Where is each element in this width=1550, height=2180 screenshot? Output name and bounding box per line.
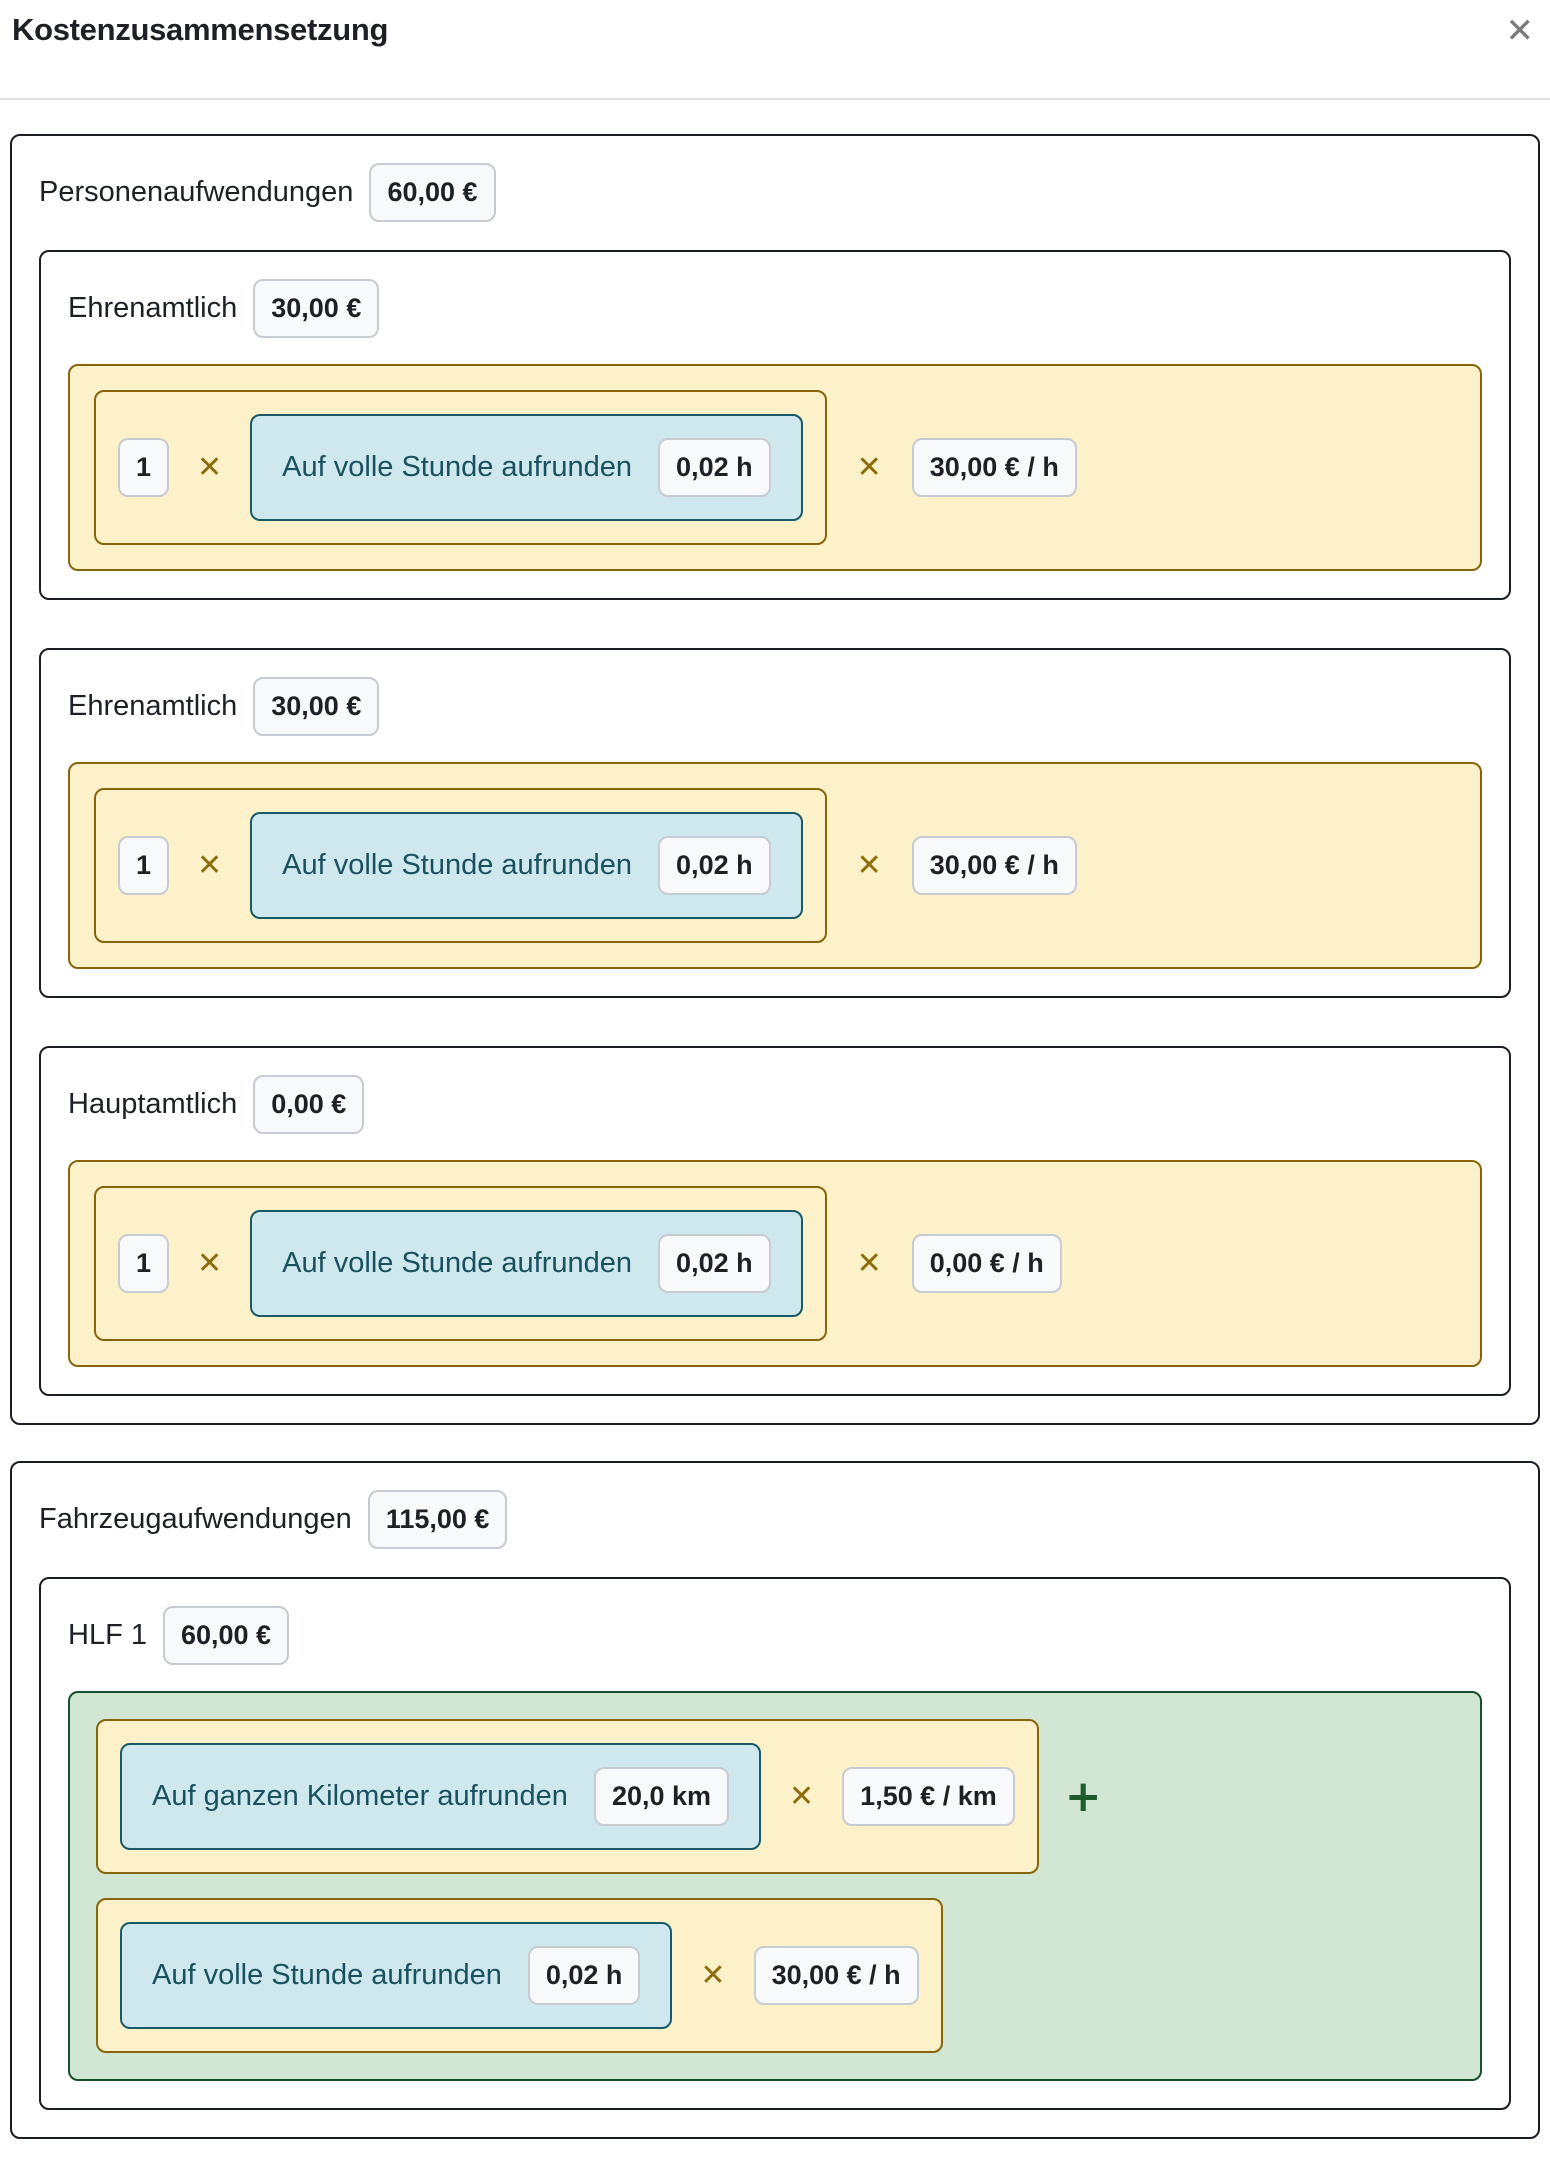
rounding-box: Auf volle Stunde aufrunden 0,02 h [250,812,803,919]
group-volunteer-2: Ehrenamtlich 30,00 € 1 ✕ Auf volle Stund… [39,648,1511,998]
close-icon[interactable]: ✕ [1505,11,1535,51]
rounding-box: Auf volle Stunde aufrunden 0,02 h [250,1210,803,1317]
count-badge: 1 [118,1234,170,1293]
rate-badge: 1,50 € / km [842,1767,1015,1826]
group-label: Ehrenamtlich [68,690,238,722]
rounded-value-badge: 20,0 km [593,1767,730,1826]
section-label: Personenaufwendungen [39,176,354,208]
multiply-icon: ✕ [789,1778,815,1814]
group-label: Hauptamtlich [68,1088,238,1120]
cost-term: Auf volle Stunde aufrunden 0,02 h ✕ 30,0… [96,1898,943,2053]
cost-term: 1 ✕ Auf volle Stunde aufrunden 0,02 h [94,788,827,943]
multiply-icon: ✕ [856,1245,882,1281]
rounded-value-badge: 0,02 h [658,1234,771,1293]
section-label: Fahrzeugaufwendungen [39,1503,352,1535]
rounding-label: Auf ganzen Kilometer aufrunden [152,1780,568,1812]
rounding-box: Auf volle Stunde aufrunden 0,02 h [250,414,803,521]
modal-body: Personenaufwendungen 60,00 € Ehrenamtlic… [0,100,1550,2139]
section-personnel-costs: Personenaufwendungen 60,00 € Ehrenamtlic… [10,134,1540,1425]
group-fulltime: Hauptamtlich 0,00 € 1 ✕ Auf volle Stunde… [39,1046,1511,1396]
group-header: HLF 1 60,00 € [68,1606,1482,1665]
modal-header: Kostenzusammensetzung ✕ [0,0,1550,100]
rounding-label: Auf volle Stunde aufrunden [282,1247,633,1279]
multiply-icon: ✕ [856,847,882,883]
rounded-value-badge: 0,02 h [658,836,771,895]
group-label: Ehrenamtlich [68,292,238,324]
group-total-badge: 30,00 € [253,677,380,736]
page-title: Kostenzusammensetzung [12,12,389,47]
rounding-label: Auf volle Stunde aufrunden [282,849,633,881]
multiply-icon: ✕ [700,1957,726,1993]
rate-badge: 30,00 € / h [911,438,1077,497]
section-header: Personenaufwendungen 60,00 € [39,163,1511,222]
group-vehicle-hlf1: HLF 1 60,00 € Auf ganzen Kilometer aufru… [39,1577,1511,2110]
section-total-badge: 115,00 € [367,1490,508,1549]
rounding-label: Auf volle Stunde aufrunden [282,451,633,483]
cost-formula: 1 ✕ Auf volle Stunde aufrunden 0,02 h ✕ … [68,364,1482,571]
rounded-value-badge: 0,02 h [658,438,771,497]
multiply-icon: ✕ [197,449,223,485]
rounded-value-badge: 0,02 h [527,1946,641,2005]
group-volunteer-1: Ehrenamtlich 30,00 € 1 ✕ Auf volle Stund… [39,250,1511,600]
rounding-box: Auf ganzen Kilometer aufrunden 20,0 km [120,1743,762,1850]
group-total-badge: 30,00 € [253,279,380,338]
section-vehicle-costs: Fahrzeugaufwendungen 115,00 € HLF 1 60,0… [10,1461,1540,2139]
cost-term: Auf ganzen Kilometer aufrunden 20,0 km ✕… [96,1719,1039,1874]
count-badge: 1 [118,438,170,497]
rounding-box: Auf volle Stunde aufrunden 0,02 h [120,1922,673,2029]
count-badge: 1 [118,836,170,895]
rounding-label: Auf volle Stunde aufrunden [152,1959,502,1991]
cost-term: 1 ✕ Auf volle Stunde aufrunden 0,02 h [94,390,827,545]
multiply-icon: ✕ [197,847,223,883]
rate-badge: 0,00 € / h [911,1234,1062,1293]
multiply-icon: ✕ [856,449,882,485]
group-header: Ehrenamtlich 30,00 € [68,677,1482,736]
vehicle-cost-row-hours: Auf volle Stunde aufrunden 0,02 h ✕ 30,0… [96,1898,1454,2053]
plus-icon: + [1064,1770,1102,1822]
section-header: Fahrzeugaufwendungen 115,00 € [39,1490,1511,1549]
group-total-badge: 0,00 € [253,1075,365,1134]
group-header: Ehrenamtlich 30,00 € [68,279,1482,338]
rate-badge: 30,00 € / h [753,1946,919,2005]
cost-term: 1 ✕ Auf volle Stunde aufrunden 0,02 h [94,1186,827,1341]
section-total-badge: 60,00 € [369,163,496,222]
group-label: HLF 1 [68,1619,147,1651]
cost-formula: 1 ✕ Auf volle Stunde aufrunden 0,02 h ✕ … [68,1160,1482,1367]
multiply-icon: ✕ [197,1245,223,1281]
cost-formula: 1 ✕ Auf volle Stunde aufrunden 0,02 h ✕ … [68,762,1482,969]
vehicle-cost-sum-box: Auf ganzen Kilometer aufrunden 20,0 km ✕… [68,1691,1482,2081]
rate-badge: 30,00 € / h [911,836,1077,895]
group-total-badge: 60,00 € [162,1606,290,1665]
group-header: Hauptamtlich 0,00 € [68,1075,1482,1134]
vehicle-cost-row-km: Auf ganzen Kilometer aufrunden 20,0 km ✕… [96,1719,1454,1874]
